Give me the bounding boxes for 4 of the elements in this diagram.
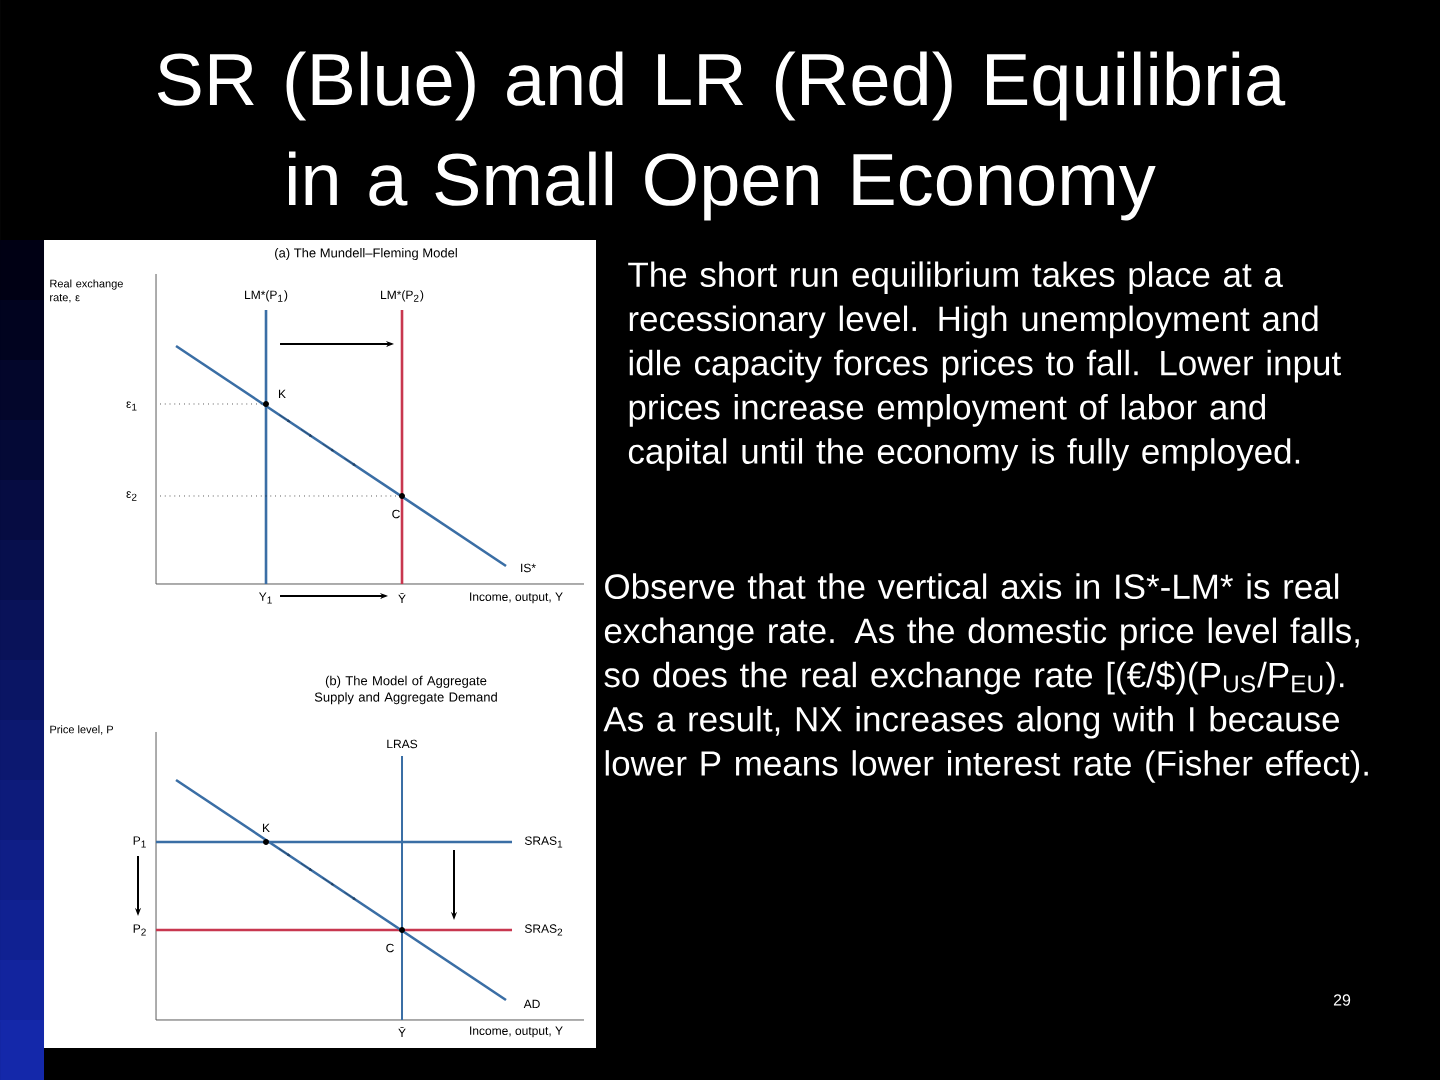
page-number: 29 bbox=[1333, 994, 1351, 1006]
paragraph: Observe that the vertical axis in IS*-LM* is real exchange rate. As the domestic price level falls, so does the real exchange rate [(€/$)(P$_{US}$/P$_{EU}$). As a result, NX increases along with I because lower P means lower interest rate (Fisher effect). bbox=[603, 573, 1368, 783]
slide-title: SR (Blue) and LR (Red) Equilibria in a Small Open Economy bbox=[157, 51, 1286, 221]
paragraph: The short run equilibrium takes place at a recessionary level. High unemployment and idle capacity forces prices to fall. Lower input prices increase employment of labor and capital until the economy is fully employed. bbox=[628, 261, 1341, 471]
